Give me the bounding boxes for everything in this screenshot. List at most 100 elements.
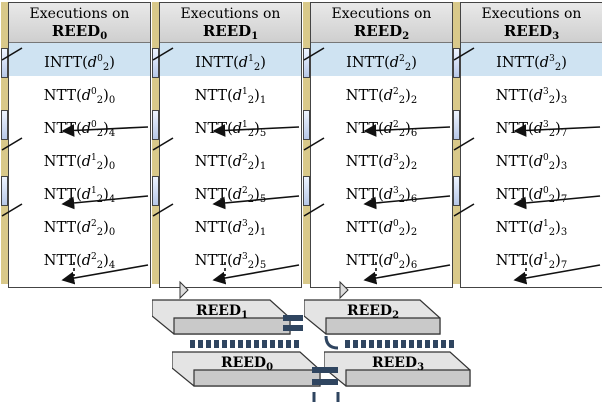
transfer-arrow bbox=[513, 195, 601, 210]
ntt-row: NTT(d02)6 bbox=[311, 241, 452, 274]
op-name: NTT( bbox=[194, 88, 233, 104]
device-name: REED1 bbox=[160, 23, 301, 45]
device-index: 1 bbox=[251, 31, 259, 42]
op-name: INTT( bbox=[44, 55, 88, 71]
op-superscript: 2 bbox=[242, 186, 248, 196]
operation-label: NTT(d12)0 bbox=[44, 142, 115, 183]
intt-row: INTT(d02) bbox=[9, 43, 150, 76]
op-variable: d bbox=[383, 187, 394, 203]
op-index: 4 bbox=[108, 128, 116, 139]
board-label: REED2 bbox=[304, 303, 442, 321]
op-superscript: 1 bbox=[543, 252, 549, 262]
op-superscript: 0 bbox=[91, 87, 97, 97]
transfer-stripe bbox=[453, 176, 460, 206]
reed-board-1: REED1 bbox=[151, 298, 292, 346]
op-close: ) bbox=[555, 220, 561, 236]
op-index: 3 bbox=[560, 95, 568, 106]
op-superscript: 2 bbox=[242, 153, 248, 163]
ntt-row: NTT(d22)1 bbox=[160, 142, 301, 175]
op-index: 6 bbox=[410, 128, 418, 139]
reed-board-3: REED3 bbox=[323, 350, 472, 398]
op-close: ) bbox=[405, 253, 411, 269]
op-name: NTT( bbox=[345, 154, 384, 170]
transfer-arrow bbox=[61, 264, 149, 285]
device-index: 0 bbox=[100, 31, 108, 42]
board-name: REED bbox=[346, 303, 393, 319]
op-variable: d bbox=[533, 187, 544, 203]
op-close: ) bbox=[254, 88, 260, 104]
op-name: NTT( bbox=[495, 253, 534, 269]
operation-label: NTT(d32)3 bbox=[496, 76, 567, 117]
op-subscript: 2 bbox=[548, 128, 556, 139]
transfer-arrow bbox=[212, 264, 300, 285]
device-label: REED bbox=[353, 22, 403, 40]
op-index: 1 bbox=[259, 227, 267, 238]
op-name: NTT( bbox=[495, 154, 534, 170]
op-variable: d bbox=[232, 220, 243, 236]
intt-row: INTT(d32) bbox=[461, 43, 602, 76]
transfer-stripe bbox=[152, 110, 159, 140]
handoff-line bbox=[1, 47, 23, 61]
op-variable: d bbox=[81, 253, 92, 269]
op-superscript: 1 bbox=[242, 120, 248, 130]
op-variable: d bbox=[232, 88, 243, 104]
device-name: REED2 bbox=[311, 23, 452, 45]
op-variable: d bbox=[87, 55, 98, 71]
op-superscript: 0 bbox=[543, 186, 549, 196]
op-variable: d bbox=[81, 154, 92, 170]
op-superscript: 3 bbox=[393, 153, 399, 163]
op-superscript: 2 bbox=[399, 54, 405, 64]
board-index: 3 bbox=[417, 362, 425, 373]
op-subscript: 2 bbox=[398, 161, 406, 172]
op-close: ) bbox=[103, 253, 109, 269]
operation-label: INTT(d32) bbox=[496, 43, 567, 84]
op-superscript: 0 bbox=[91, 120, 97, 130]
transfer-arrow bbox=[513, 124, 601, 137]
op-variable: d bbox=[81, 220, 92, 236]
ntt-row: NTT(d32)5 bbox=[160, 241, 301, 274]
ntt-row: NTT(d32)1 bbox=[160, 208, 301, 241]
op-superscript: 3 bbox=[393, 186, 399, 196]
op-variable: d bbox=[389, 55, 400, 71]
handoff-line bbox=[303, 203, 325, 217]
op-name: NTT( bbox=[194, 154, 233, 170]
op-subscript: 2 bbox=[247, 95, 255, 106]
board-shape bbox=[171, 351, 321, 387]
op-superscript: 3 bbox=[543, 120, 549, 130]
op-name: INTT( bbox=[496, 55, 540, 71]
header-text: Executions on bbox=[331, 6, 432, 22]
device-index: 2 bbox=[402, 31, 410, 42]
ntt-row: NTT(d12)0 bbox=[9, 142, 150, 175]
op-index: 0 bbox=[108, 161, 116, 172]
op-name: NTT( bbox=[495, 220, 534, 236]
ntt-row: NTT(d12)7 bbox=[461, 241, 602, 274]
op-index: 5 bbox=[259, 128, 267, 139]
op-subscript: 2 bbox=[253, 62, 261, 73]
operation-label: INTT(d02) bbox=[44, 43, 115, 84]
op-close: ) bbox=[405, 187, 411, 203]
op-close: ) bbox=[555, 88, 561, 104]
operation-label: INTT(d22) bbox=[346, 43, 417, 84]
board-shape bbox=[323, 351, 471, 387]
op-superscript: 2 bbox=[393, 87, 399, 97]
transfer-arrow bbox=[513, 264, 601, 285]
op-index: 0 bbox=[108, 227, 116, 238]
transfer-stripe bbox=[152, 48, 159, 78]
op-variable: d bbox=[383, 88, 394, 104]
op-variable: d bbox=[383, 253, 394, 269]
op-close: ) bbox=[555, 187, 561, 203]
handoff-line bbox=[1, 203, 23, 217]
op-close: ) bbox=[555, 154, 561, 170]
board-name: REED bbox=[220, 355, 267, 371]
op-variable: d bbox=[232, 121, 243, 137]
op-name: NTT( bbox=[194, 220, 233, 236]
reed-board-0: REED0 bbox=[171, 350, 322, 398]
op-close: ) bbox=[254, 187, 260, 203]
op-close: ) bbox=[405, 154, 411, 170]
op-index: 3 bbox=[560, 161, 568, 172]
op-variable: d bbox=[383, 220, 394, 236]
op-variable: d bbox=[533, 154, 544, 170]
